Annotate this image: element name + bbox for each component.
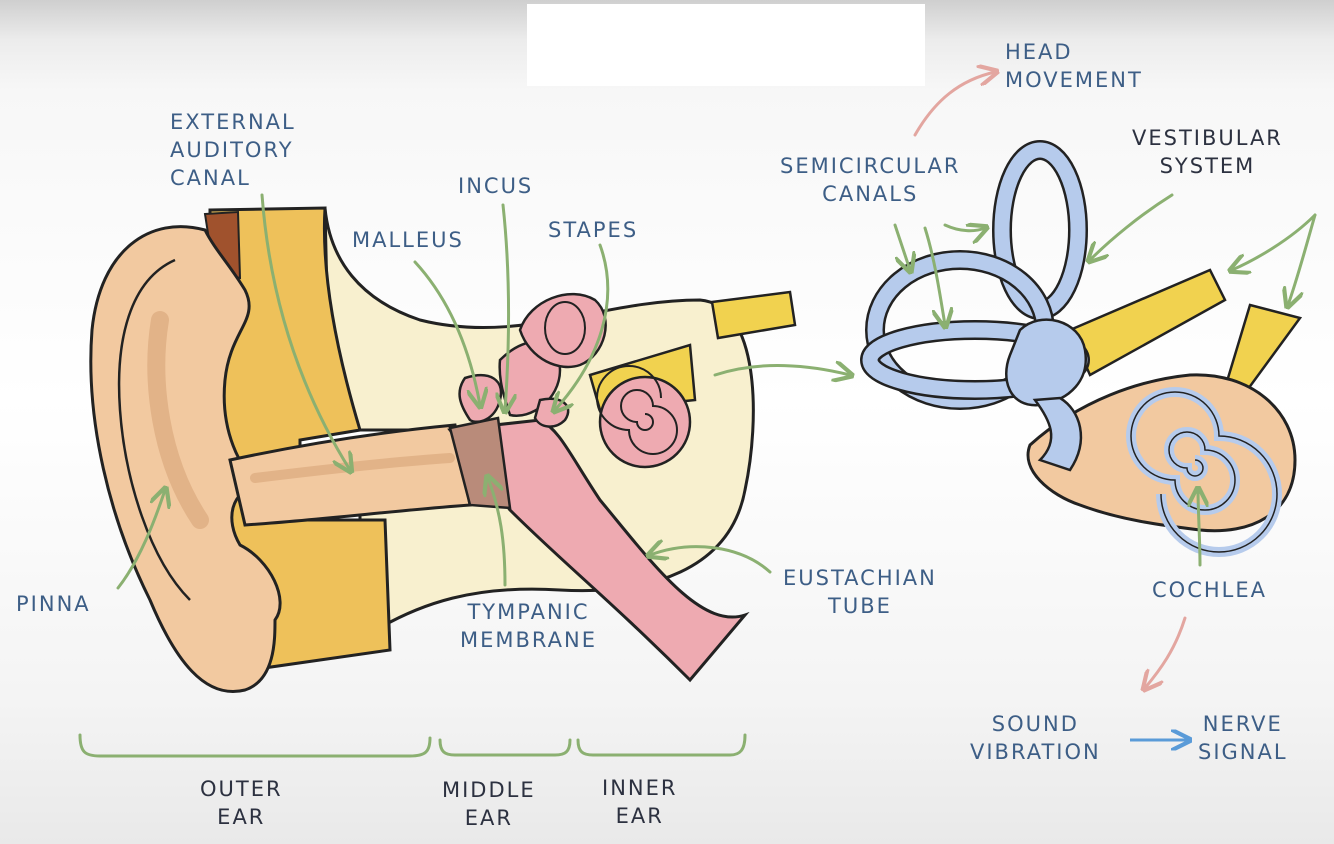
label-tympanic-membrane: TYMPANIC MEMBRANE (460, 598, 597, 654)
label-nerve-signal: NERVE SIGNAL (1198, 710, 1288, 766)
label-cochlea: COCHLEA (1152, 576, 1267, 604)
label-pinna: PINNA (16, 590, 91, 618)
label-vestibular-system: VESTIBULAR SYSTEM (1132, 124, 1283, 180)
label-eustachian-tube: EUSTACHIAN TUBE (783, 564, 937, 620)
label-outer-ear: OUTER EAR (200, 775, 283, 831)
label-stapes: STAPES (548, 216, 638, 244)
label-semicircular-canals: SEMICIRCULAR CANALS (780, 152, 961, 208)
label-sound-vibration: SOUND VIBRATION (970, 710, 1101, 766)
label-middle-ear: MIDDLE EAR (442, 776, 536, 832)
label-incus: INCUS (458, 172, 533, 200)
label-inner-ear: INNER EAR (602, 774, 677, 830)
label-external-auditory-canal: EXTERNAL AUDITORY CANAL (170, 108, 296, 192)
label-malleus: MALLEUS (352, 226, 464, 254)
label-head-movement: HEAD MOVEMENT (1005, 38, 1143, 94)
ear-region-brackets (80, 735, 745, 756)
